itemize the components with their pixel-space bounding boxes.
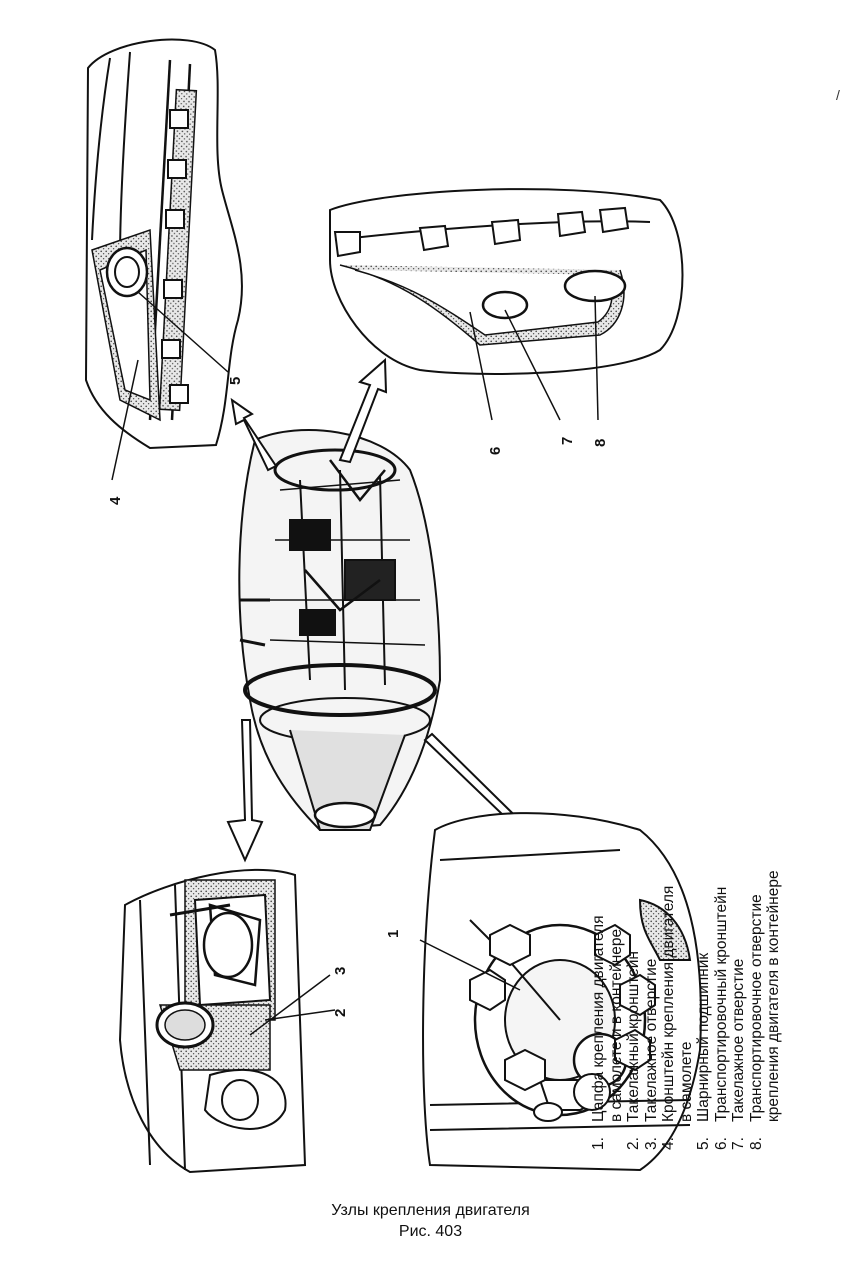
caption-title: Узлы крепления двигателя [331,1202,530,1219]
callout-1: 1 [385,930,402,938]
callout-6: 6 [487,447,504,455]
figure-caption: Узлы крепления двигателя Рис. 403 [0,1200,861,1242]
engine-body [238,429,442,832]
legend-item-3: 3.Такелажное отверстие [642,958,660,1150]
callout-labels: 1 2 3 4 5 6 7 8 [107,377,609,1017]
legend-item-1: 1.Цапфа крепления двигателя в самолете и… [590,915,625,1151]
callout-3: 3 [332,967,349,975]
margin-mark: / [836,87,840,103]
detail-mount-bracket [84,38,243,481]
caption-figure-number: Рис. 403 [398,1223,463,1240]
legend: 1.Цапфа крепления двигателя в самолете и… [590,510,783,1150]
legend-item-4: 4.Кронштейн крепления двигателя в самоле… [660,885,695,1150]
callout-8: 8 [592,439,609,447]
legend-item-6: 6.Транспортировочный кронштейн [712,886,730,1150]
detail-rigging-bracket [118,868,336,1174]
callout-4: 4 [107,496,124,505]
legend-item-8: 8.Транспортировочное отверстие крепления… [747,870,783,1150]
legend-item-5: 5.Шарнирный подшипник [695,952,712,1150]
detail-transport-bracket [329,188,684,421]
legend-item-7: 7.Такелажное отверстие [730,958,747,1150]
legend-item-2: 2.Такелажный кронштейн [625,951,642,1150]
callout-7: 7 [559,437,576,445]
callout-2: 2 [332,1009,349,1017]
detail-trunnion [419,812,702,1172]
callout-5: 5 [227,377,244,385]
